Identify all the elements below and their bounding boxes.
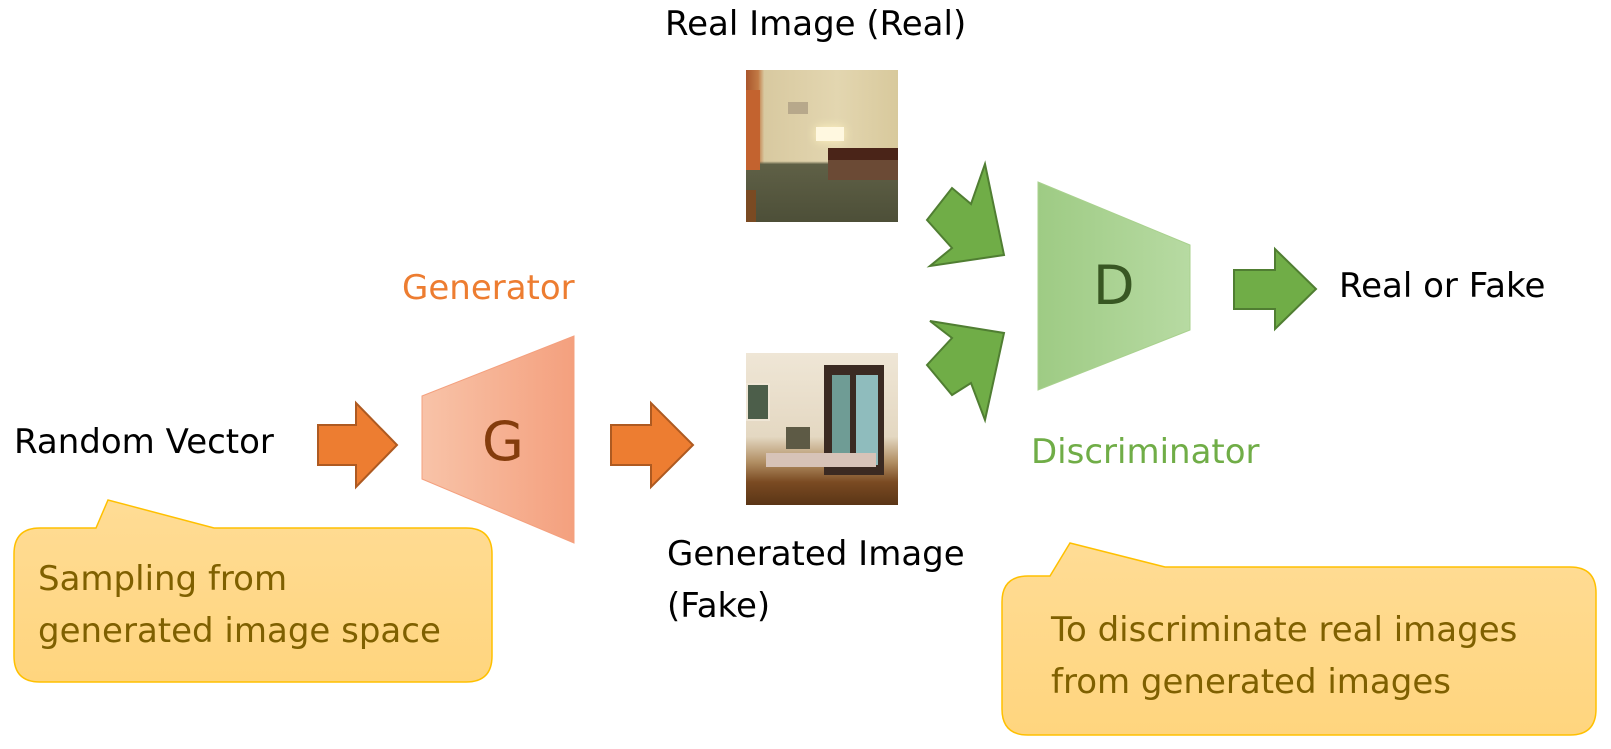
generator-callout-line1: Sampling from [38,559,288,599]
arrow-generator-to-image [610,400,695,490]
input-label: Random Vector [14,422,274,462]
discriminator-callout-text: To discriminate real images from generat… [1051,604,1517,708]
discriminator-symbol: D [1093,254,1135,317]
discriminator-callout-line1: To discriminate real images [1051,610,1518,650]
generator-callout-text: Sampling from generated image space [38,553,441,657]
arrow-discriminator-to-output [1233,246,1318,332]
discriminator-callout-line2: from generated images [1051,662,1451,702]
arrow-real-to-discriminator [925,160,1006,268]
arrow-vector-to-generator [317,400,399,490]
generator-block [421,335,575,544]
discriminator-title: Discriminator [1031,432,1260,472]
generator-callout-bubble [13,499,493,683]
output-label: Real or Fake [1339,266,1546,306]
generated-image-caption-line1: Generated Image [667,534,965,574]
generated-image-caption-line2: (Fake) [667,586,771,626]
generated-image-photo [746,353,898,505]
real-image-caption: Real Image (Real) [665,4,967,44]
generator-symbol: G [482,410,524,473]
generator-title: Generator [402,268,575,308]
generator-callout-line2: generated image space [38,611,441,651]
real-image-photo [746,70,898,222]
discriminator-callout-bubble [1001,542,1597,736]
discriminator-block [1037,181,1191,391]
arrow-fake-to-discriminator [925,320,1006,424]
